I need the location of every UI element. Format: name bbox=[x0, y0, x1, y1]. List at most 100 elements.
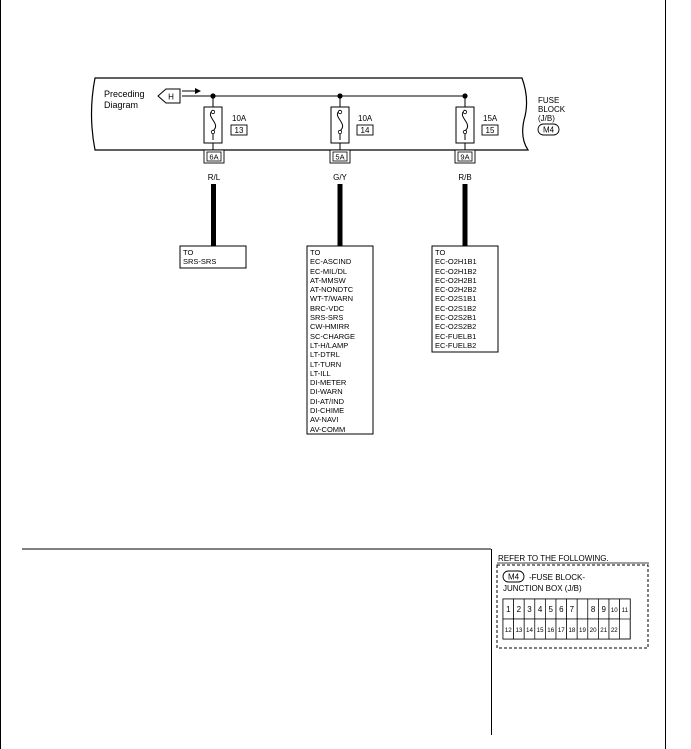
destination-item: SRS-SRS bbox=[310, 313, 344, 323]
wire-color: R/B bbox=[458, 173, 471, 182]
connector-pin-number: 5 bbox=[548, 605, 553, 614]
reference-title: REFER TO THE FOLLOWING. bbox=[498, 554, 609, 563]
preceding-label-line1: Preceding bbox=[104, 89, 145, 99]
connector-pin-cell bbox=[619, 598, 631, 620]
connector-pin-number: 4 bbox=[538, 605, 543, 614]
destination-item: EC-O2H2B1 bbox=[435, 275, 477, 285]
connector-pin-number: 9 bbox=[601, 605, 606, 614]
destination-header: TO bbox=[435, 248, 446, 257]
destination-item: EC-ASCIND bbox=[310, 257, 352, 267]
connector-pin-number: 12 bbox=[505, 627, 512, 634]
connector-pin-number: 17 bbox=[558, 627, 565, 634]
terminal-inner bbox=[206, 151, 222, 162]
wire-color: G/Y bbox=[333, 173, 347, 182]
fuse-number: 14 bbox=[361, 126, 370, 135]
fuse-block-label-line2: BLOCK bbox=[538, 105, 566, 114]
connector-pin-number: 13 bbox=[515, 627, 522, 634]
destination-box bbox=[431, 245, 499, 353]
preceding-connector-symbol bbox=[157, 88, 181, 104]
fuse-block-connector: M4 bbox=[543, 126, 555, 135]
connector-pin-number: 7 bbox=[570, 605, 575, 614]
destination-item: EC-O2S1B1 bbox=[435, 294, 477, 304]
wire bbox=[337, 184, 343, 246]
fuse-number-box bbox=[356, 124, 374, 136]
destination-item: AV-COMM bbox=[310, 424, 346, 434]
fuse-14: 10A 14 5A G/Y bbox=[329, 96, 374, 246]
destination-list-3: TO EC-O2H1B1 EC-O2H1B2 EC-O2H2B1 EC-O2H2… bbox=[435, 248, 477, 350]
destination-item: AT-MMSW bbox=[310, 275, 346, 285]
destination-item: BRC-VDC bbox=[310, 303, 345, 313]
fuse-rating: 10A bbox=[232, 114, 247, 123]
destination-item: SRS-SRS bbox=[183, 257, 217, 267]
connector-pin-number: 2 bbox=[517, 605, 522, 614]
destination-list-1: TO SRS-SRS bbox=[183, 248, 216, 267]
destination-item: EC-O2S2B2 bbox=[435, 322, 477, 332]
connector-oval bbox=[537, 123, 560, 136]
fuse-number-box bbox=[481, 124, 499, 136]
fuse-15: 15A 15 9A R/B bbox=[454, 96, 499, 246]
terminal-inner bbox=[457, 151, 473, 162]
fuse-rating: 10A bbox=[358, 114, 373, 123]
destination-list-2: TO EC-ASCIND EC-MIL/DL AT-MMSW AT-NONDTC… bbox=[310, 248, 355, 434]
destination-item: EC-MIL/DL bbox=[310, 266, 348, 276]
destination-item: EC-O2H2B2 bbox=[435, 285, 477, 295]
connector-pin-number: 19 bbox=[579, 627, 586, 634]
destination-item: CW-HMIRR bbox=[310, 322, 350, 332]
connector-pin-cell bbox=[576, 598, 589, 620]
terminal-inner bbox=[332, 151, 348, 162]
destination-item: AV-NAVI bbox=[310, 415, 339, 425]
connector-pin-number: 18 bbox=[568, 627, 575, 634]
terminal-label: 5A bbox=[335, 153, 344, 162]
wire bbox=[462, 184, 468, 246]
connector-pin-number: 10 bbox=[611, 607, 618, 614]
connector-pin-number: 22 bbox=[611, 627, 618, 634]
terminal-label: 6A bbox=[209, 153, 218, 162]
fuse-block-label-line3: (J/B) bbox=[538, 114, 555, 123]
fuse-number: 13 bbox=[235, 126, 244, 135]
destination-box bbox=[306, 245, 374, 435]
destination-item: DI-AT/IND bbox=[310, 396, 345, 406]
destination-item: EC-O2S1B2 bbox=[435, 303, 477, 313]
destination-item: EC-O2H1B2 bbox=[435, 266, 477, 276]
fuse-rating: 15A bbox=[483, 114, 498, 123]
reference-box bbox=[496, 564, 649, 649]
destination-box bbox=[179, 245, 247, 269]
destination-header: TO bbox=[183, 248, 194, 257]
destination-header: TO bbox=[310, 248, 321, 257]
connector-pin-number: 8 bbox=[591, 605, 596, 614]
destination-item: DI-METER bbox=[310, 378, 347, 388]
preceding-connector-label: H bbox=[168, 93, 174, 102]
reference-connector-oval bbox=[502, 570, 525, 583]
destination-item: EC-O2H1B1 bbox=[435, 257, 477, 267]
preceding-label-line2: Diagram bbox=[104, 100, 138, 110]
reference-connector: M4 bbox=[508, 573, 520, 582]
connector-pin-number: 14 bbox=[526, 627, 533, 634]
destination-item: DI-CHIME bbox=[310, 406, 345, 416]
destination-item: LT-TURN bbox=[310, 359, 342, 369]
connector-pin-number: 21 bbox=[600, 627, 607, 634]
connector-pin-number: 1 bbox=[506, 605, 511, 614]
destination-item: EC-FUELB2 bbox=[435, 340, 477, 350]
fuse-number-box bbox=[230, 124, 248, 136]
destination-item: WT-T/WARN bbox=[310, 294, 354, 304]
destination-item: SC-CHARGE bbox=[310, 331, 356, 341]
reference-desc-line2: JUNCTION BOX (J/B) bbox=[503, 584, 582, 593]
terminal-label: 9A bbox=[460, 153, 469, 162]
connector-pin-number: 16 bbox=[547, 627, 554, 634]
connector-pin-number: 15 bbox=[537, 627, 544, 634]
connector-pin-cell bbox=[608, 618, 620, 640]
connector-pin-number: 6 bbox=[559, 605, 564, 614]
destination-item: EC-O2S2B1 bbox=[435, 313, 477, 323]
destination-item: EC-FUELB1 bbox=[435, 331, 477, 341]
destination-item: DI-WARN bbox=[310, 387, 343, 397]
reference-desc-line1: -FUSE BLOCK- bbox=[529, 573, 585, 582]
fuse-13: 10A 13 6A R/L bbox=[203, 96, 248, 246]
destination-item: LT-ILL bbox=[310, 368, 331, 378]
connector-pin-number: 11 bbox=[622, 607, 629, 614]
destination-item: AT-NONDTC bbox=[310, 285, 354, 295]
connector-pin-number: 3 bbox=[527, 605, 532, 614]
arrow-right-icon bbox=[195, 88, 201, 94]
connector-pin-number: 20 bbox=[590, 627, 597, 634]
